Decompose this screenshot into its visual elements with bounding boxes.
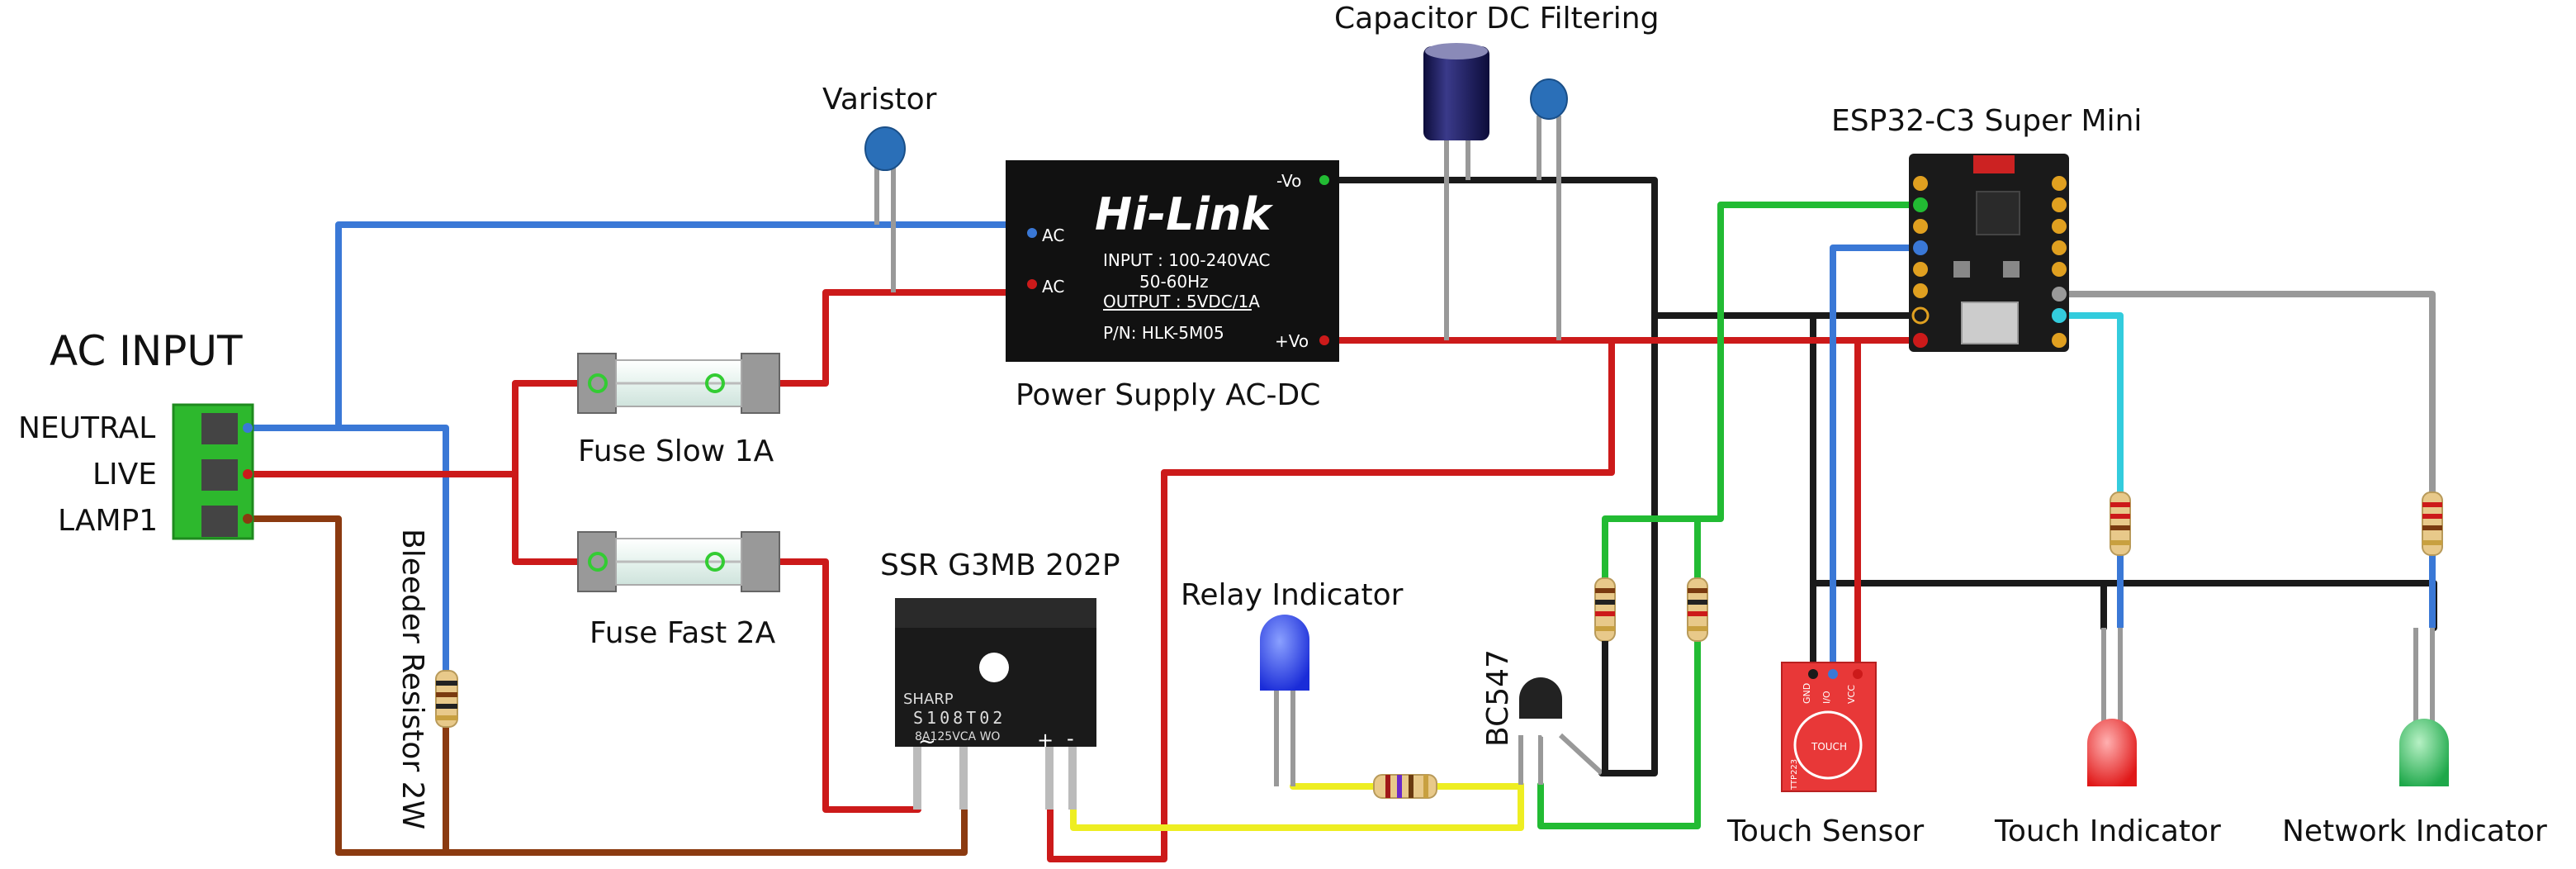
- base-resistor-1: [1594, 577, 1616, 642]
- psu-output-spec: OUTPUT : 5VDC/1A: [1103, 292, 1260, 311]
- psu-logo: Hi-Link: [1095, 188, 1273, 240]
- power-supply-label: Power Supply AC-DC: [1016, 378, 1320, 412]
- psu-pin-vpos: +Vo: [1275, 331, 1309, 351]
- varistor: [864, 126, 906, 171]
- ssr-pin-plus: +: [1037, 729, 1054, 752]
- wire-vpos-down: [1047, 337, 1615, 862]
- wire-green-to-base: [1537, 638, 1701, 829]
- wire-touch-io: [1830, 245, 1924, 681]
- network-indicator-label: Network Indicator: [2282, 814, 2547, 848]
- wire-neutral-bleeder: [335, 425, 449, 674]
- wire-live-fuse-slow: [512, 380, 586, 477]
- psu-pin-ac1: AC: [1042, 226, 1064, 245]
- esp32-left-pins: [1911, 176, 1930, 348]
- base-resistor-2: [1687, 577, 1708, 642]
- psu-input-spec: INPUT : 100-240VAC: [1103, 250, 1271, 270]
- power-supply-module: [1006, 160, 1339, 362]
- touch-sensor-label: Touch Sensor: [1726, 814, 1924, 848]
- fuse-fast-label: Fuse Fast 2A: [590, 616, 776, 650]
- touch-sensor-module: [1781, 662, 1877, 792]
- electrolytic-capacitor: [1423, 43, 1489, 140]
- wire-psu-gnd: [1328, 177, 1658, 776]
- ssr-module: [895, 598, 1096, 810]
- fuse-slow: [577, 353, 780, 414]
- varistor-label: Varistor: [822, 83, 937, 116]
- wire-touch-led-signal: [2056, 312, 2124, 499]
- ssr-label: SSR G3MB 202P: [880, 548, 1120, 582]
- psu-pin-ac2: AC: [1042, 277, 1064, 297]
- wire-live-fuse-fast: [512, 471, 586, 565]
- ssr-brand: SHARP: [903, 691, 954, 708]
- network-led-resistor: [2422, 491, 2443, 556]
- capacitor-label: Capacitor DC Filtering: [1334, 2, 1659, 36]
- touch-chip-text: TTP223: [1790, 759, 1799, 791]
- relay-indicator-led: [1260, 615, 1309, 786]
- wire-lamp: [244, 515, 968, 856]
- esp32-board: [1909, 154, 2069, 352]
- network-indicator-led: [2399, 628, 2449, 786]
- ssr-pin-minus: -: [1067, 727, 1074, 750]
- psu-pn: P/N: HLK-5M05: [1103, 323, 1224, 343]
- ssr-pin-ac: ~: [918, 729, 936, 754]
- ac-terminal-block: [172, 403, 254, 540]
- live-label: LIVE: [92, 458, 157, 491]
- ceramic-capacitor: [1530, 78, 1568, 120]
- touch-led-resistor: [2110, 491, 2131, 556]
- fuse-slow-label: Fuse Slow 1A: [578, 434, 774, 468]
- touch-pin-vcc: VCC: [1846, 685, 1857, 704]
- fuse-fast: [577, 531, 780, 592]
- ssr-rating: 8A125VCA WO: [915, 730, 1000, 743]
- relay-indicator-label: Relay Indicator: [1181, 578, 1404, 612]
- wire-network-led-signal: [2056, 291, 2436, 499]
- touch-indicator-label: Touch Indicator: [1994, 814, 2221, 848]
- bc547-transistor: [1518, 677, 1604, 785]
- touch-pin-gnd: GND: [1802, 683, 1812, 704]
- wire-esp-gpio-green: [1602, 202, 1924, 582]
- esp32-right-pins: [2052, 176, 2067, 348]
- bleeder-label: Bleeder Resistor 2W: [395, 529, 429, 829]
- bc547-label: BC547: [1481, 649, 1515, 747]
- touch-pad-text: TOUCH: [1811, 741, 1847, 753]
- touch-pin-io: I/O: [1821, 691, 1832, 704]
- psu-pin-vneg: -Vo: [1276, 171, 1301, 191]
- ssr-part: S108T02: [913, 708, 1006, 728]
- esp32-label: ESP32-C3 Super Mini: [1831, 104, 2142, 138]
- bleeder-resistor: [435, 670, 458, 728]
- lamp1-label: LAMP1: [58, 504, 158, 538]
- neutral-label: NEUTRAL: [18, 411, 155, 445]
- touch-indicator-led: [2087, 628, 2137, 786]
- ac-input-title: AC INPUT: [50, 327, 243, 375]
- transistor-mark: N: [1531, 718, 1549, 743]
- relay-led-resistor: [1373, 774, 1437, 799]
- psu-freq-spec: 50-60Hz: [1139, 272, 1209, 292]
- wire-live-to-ssr: [710, 558, 921, 813]
